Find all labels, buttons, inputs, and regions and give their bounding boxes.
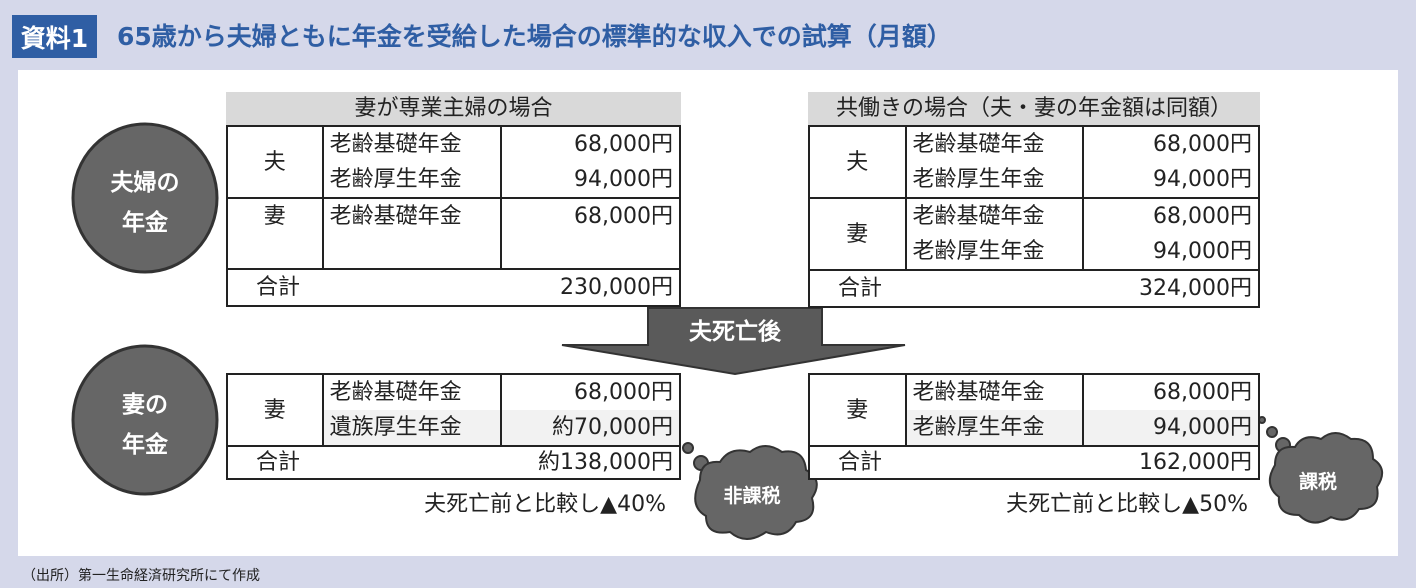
- after-housewife-table: 妻 老齢基礎年金 68,000円 遺族厚生年金 約70,000円 合計 約138…: [226, 373, 682, 480]
- pension-amount: 68,000円: [574, 132, 673, 157]
- table-row: 妻 老齢基礎年金 68,000円: [226, 373, 682, 447]
- circle-label-line2: 年金: [122, 431, 169, 458]
- down-arrow: 夫死亡後: [561, 307, 906, 376]
- table-row: 妻 老齢基礎年金 68,000円: [226, 197, 682, 270]
- total-amount: 162,000円: [1082, 445, 1261, 480]
- tax-exempt-cloud: 非課税: [671, 431, 818, 540]
- pension-type: 老齢基礎年金: [912, 132, 1045, 157]
- pension-amount: 68,000円: [499, 373, 682, 410]
- pension-amount: 94,000円: [1081, 410, 1261, 447]
- pension-type: 老齢基礎年金: [321, 373, 502, 410]
- person-cell: 妻: [808, 373, 907, 447]
- table-row: 夫 老齢基礎年金老齢厚生年金 68,000円 94,000円: [808, 125, 1261, 199]
- total-row: 合計 162,000円: [808, 445, 1261, 480]
- pension-type: 老齢基礎年金: [321, 197, 502, 270]
- pension-amount: 68,000円: [499, 197, 682, 270]
- wife-pension-circle: 妻の 年金: [71, 344, 219, 496]
- taxable-cloud: 課税: [1258, 416, 1384, 524]
- circle-label-line1: 夫婦の: [111, 169, 180, 196]
- pension-type: 老齢基礎年金: [912, 204, 1045, 229]
- dual-income-table: 夫 老齢基礎年金老齢厚生年金 68,000円 94,000円 妻 老齢基礎年金老齢…: [808, 125, 1261, 308]
- total-label: 合計: [226, 445, 501, 480]
- total-amount: 230,000円: [500, 268, 682, 307]
- tax-status-label: 課税: [1299, 470, 1337, 493]
- table-title: 共働きの場合（夫・妻の年金額は同額）: [808, 92, 1260, 125]
- pension-type: 老齢基礎年金: [904, 373, 1084, 410]
- person-cell: 妻: [808, 197, 907, 271]
- tax-status-label: 非課税: [723, 484, 780, 507]
- pension-amount: 94,000円: [1153, 239, 1252, 264]
- pension-type: 老齢厚生年金: [912, 239, 1045, 264]
- table-row: 妻 老齢基礎年金 68,000円: [808, 373, 1261, 447]
- person-cell: 妻: [226, 373, 324, 447]
- table-row: 老齢厚生年金 94,000円: [809, 410, 1261, 447]
- person-cell: 夫: [808, 125, 907, 199]
- total-label: 合計: [226, 268, 501, 307]
- total-amount: 324,000円: [1082, 269, 1261, 308]
- pension-type: 老齢厚生年金: [912, 167, 1045, 192]
- circle-label-line1: 妻の: [122, 391, 168, 418]
- person-cell: 夫: [226, 125, 324, 199]
- pension-type: 老齢厚生年金: [904, 410, 1084, 447]
- total-label: 合計: [808, 445, 1083, 480]
- pension-amount: 94,000円: [1153, 167, 1252, 192]
- table-row: 遺族厚生年金 約70,000円: [227, 410, 682, 447]
- person-cell: 妻: [226, 197, 324, 270]
- couple-pension-circle: 夫婦の 年金: [71, 122, 219, 274]
- arrow-label: 夫死亡後: [689, 318, 782, 345]
- document-badge: 資料1: [12, 15, 97, 58]
- pension-amount: 68,000円: [1153, 132, 1252, 157]
- comparison-text: 夫死亡前と比較し▲40%: [424, 492, 666, 517]
- total-row: 合計 324,000円: [808, 269, 1261, 308]
- pension-type: 遺族厚生年金: [321, 410, 502, 447]
- pension-type: 老齢厚生年金: [329, 167, 462, 192]
- pension-amount: 94,000円: [574, 167, 673, 192]
- total-label: 合計: [808, 269, 1083, 308]
- pension-amount: 68,000円: [1081, 373, 1261, 410]
- table-row: 夫 老齢基礎年金老齢厚生年金 68,000円 94,000円: [226, 125, 682, 199]
- after-dual-income-table: 妻 老齢基礎年金 68,000円 老齢厚生年金 94,000円 合計 162,0…: [808, 373, 1261, 480]
- total-row: 合計 約138,000円: [226, 445, 682, 480]
- table-row: 妻 老齢基礎年金老齢厚生年金 68,000円 94,000円: [808, 197, 1261, 271]
- comparison-text: 夫死亡前と比較し▲50%: [1006, 492, 1248, 517]
- total-amount: 約138,000円: [500, 445, 682, 480]
- pension-amount: 約70,000円: [499, 410, 682, 447]
- total-row: 合計 230,000円: [226, 268, 682, 307]
- source-note: （出所）第一生命経済研究所にて作成: [22, 568, 260, 584]
- page-title: 65歳から夫婦ともに年金を受給した場合の標準的な収入での試算（月額）: [117, 22, 952, 51]
- pension-type: 老齢基礎年金: [329, 132, 462, 157]
- table-title: 妻が専業主婦の場合: [226, 92, 681, 125]
- pension-amount: 68,000円: [1153, 204, 1252, 229]
- circle-label-line2: 年金: [122, 209, 169, 236]
